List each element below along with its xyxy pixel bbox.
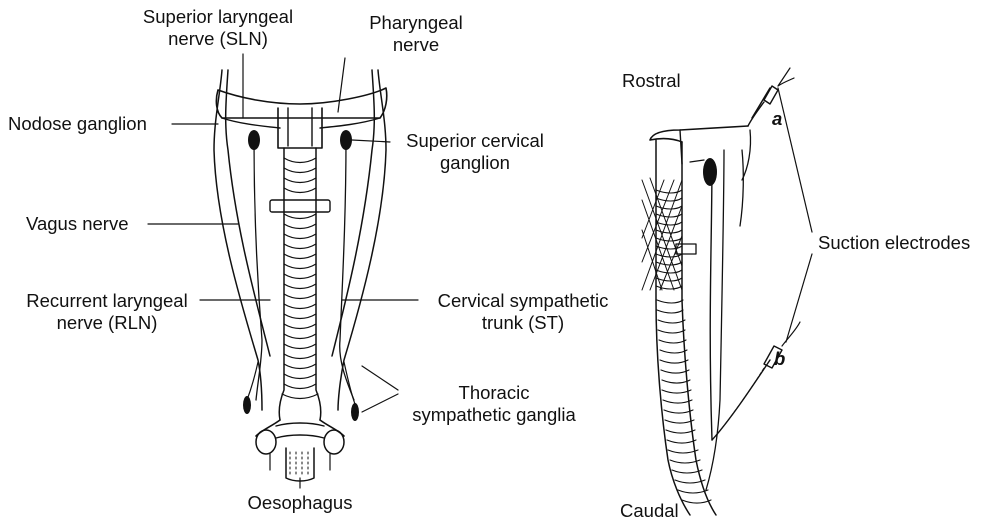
label-superior-laryngeal-nerve: Superior laryngeal nerve (SLN) <box>118 6 318 50</box>
label-electrode-b: b <box>774 348 785 370</box>
label-recurrent-laryngeal-nerve: Recurrent laryngeal nerve (RLN) <box>12 290 202 334</box>
label-suction-electrodes: Suction electrodes <box>818 232 970 254</box>
label-rostral: Rostral <box>622 70 681 92</box>
label-line: Pharyngeal <box>356 12 476 34</box>
label-line: trunk (ST) <box>418 312 628 334</box>
label-nodose-ganglion: Nodose ganglion <box>8 113 147 135</box>
trachea-rings <box>282 158 318 399</box>
label-pharyngeal-nerve: Pharyngeal nerve <box>356 12 476 56</box>
label-line: Cervical sympathetic <box>418 290 628 312</box>
label-caudal: Caudal <box>620 500 679 522</box>
label-cervical-sympathetic-trunk: Cervical sympathetic trunk (ST) <box>418 290 628 334</box>
label-line: nerve <box>356 34 476 56</box>
label-vagus-nerve: Vagus nerve <box>26 213 129 235</box>
label-line: sympathetic ganglia <box>398 404 590 426</box>
label-line: ganglion <box>390 152 560 174</box>
label-line: Superior laryngeal <box>118 6 318 28</box>
label-oesophagus: Oesophagus <box>235 492 365 514</box>
label-line: Superior cervical <box>390 130 560 152</box>
left-dissection-drawing <box>214 70 387 481</box>
right-dissection-drawing <box>642 68 812 515</box>
label-line: Recurrent laryngeal <box>12 290 202 312</box>
label-line: Thoracic <box>398 382 590 404</box>
label-electrode-a: a <box>772 108 782 130</box>
label-line: nerve (RLN) <box>12 312 202 334</box>
label-line: nerve (SLN) <box>118 28 318 50</box>
label-thoracic-sympathetic-ganglia: Thoracic sympathetic ganglia <box>398 382 590 426</box>
label-superior-cervical-ganglion: Superior cervical ganglion <box>390 130 560 174</box>
